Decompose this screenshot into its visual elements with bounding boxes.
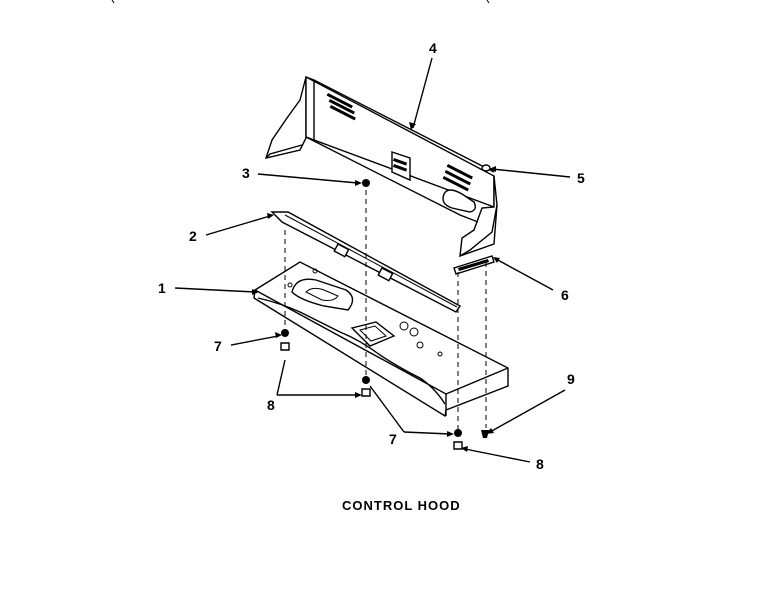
- callout-2: 2: [189, 228, 197, 244]
- callout-7-left: 7: [214, 338, 222, 354]
- callout-1: 1: [158, 280, 166, 296]
- callout-5: 5: [577, 170, 585, 186]
- diagram-title: CONTROL HOOD: [342, 498, 461, 513]
- scan-artifacts: [111, 0, 490, 4]
- control-hood-panel: [264, 75, 498, 258]
- assembly-lines: [284, 190, 487, 430]
- leader-lines: [174, 57, 571, 463]
- callout-9: 9: [567, 371, 575, 387]
- part-5-fastener: [481, 164, 491, 172]
- callout-8-left: 8: [267, 397, 275, 413]
- fasteners-lower: [280, 329, 489, 450]
- callout-labels: 4 3 5 2 1 6 7 9 8 7 8: [158, 40, 585, 472]
- part-1-control-panel: [253, 261, 509, 418]
- callout-4: 4: [429, 40, 437, 56]
- callout-8-right: 8: [536, 456, 544, 472]
- callout-6: 6: [561, 287, 569, 303]
- part-3-nut: [362, 179, 370, 187]
- part-6-clip: [453, 255, 495, 275]
- callout-7-right: 7: [389, 431, 397, 447]
- callout-3: 3: [242, 165, 250, 181]
